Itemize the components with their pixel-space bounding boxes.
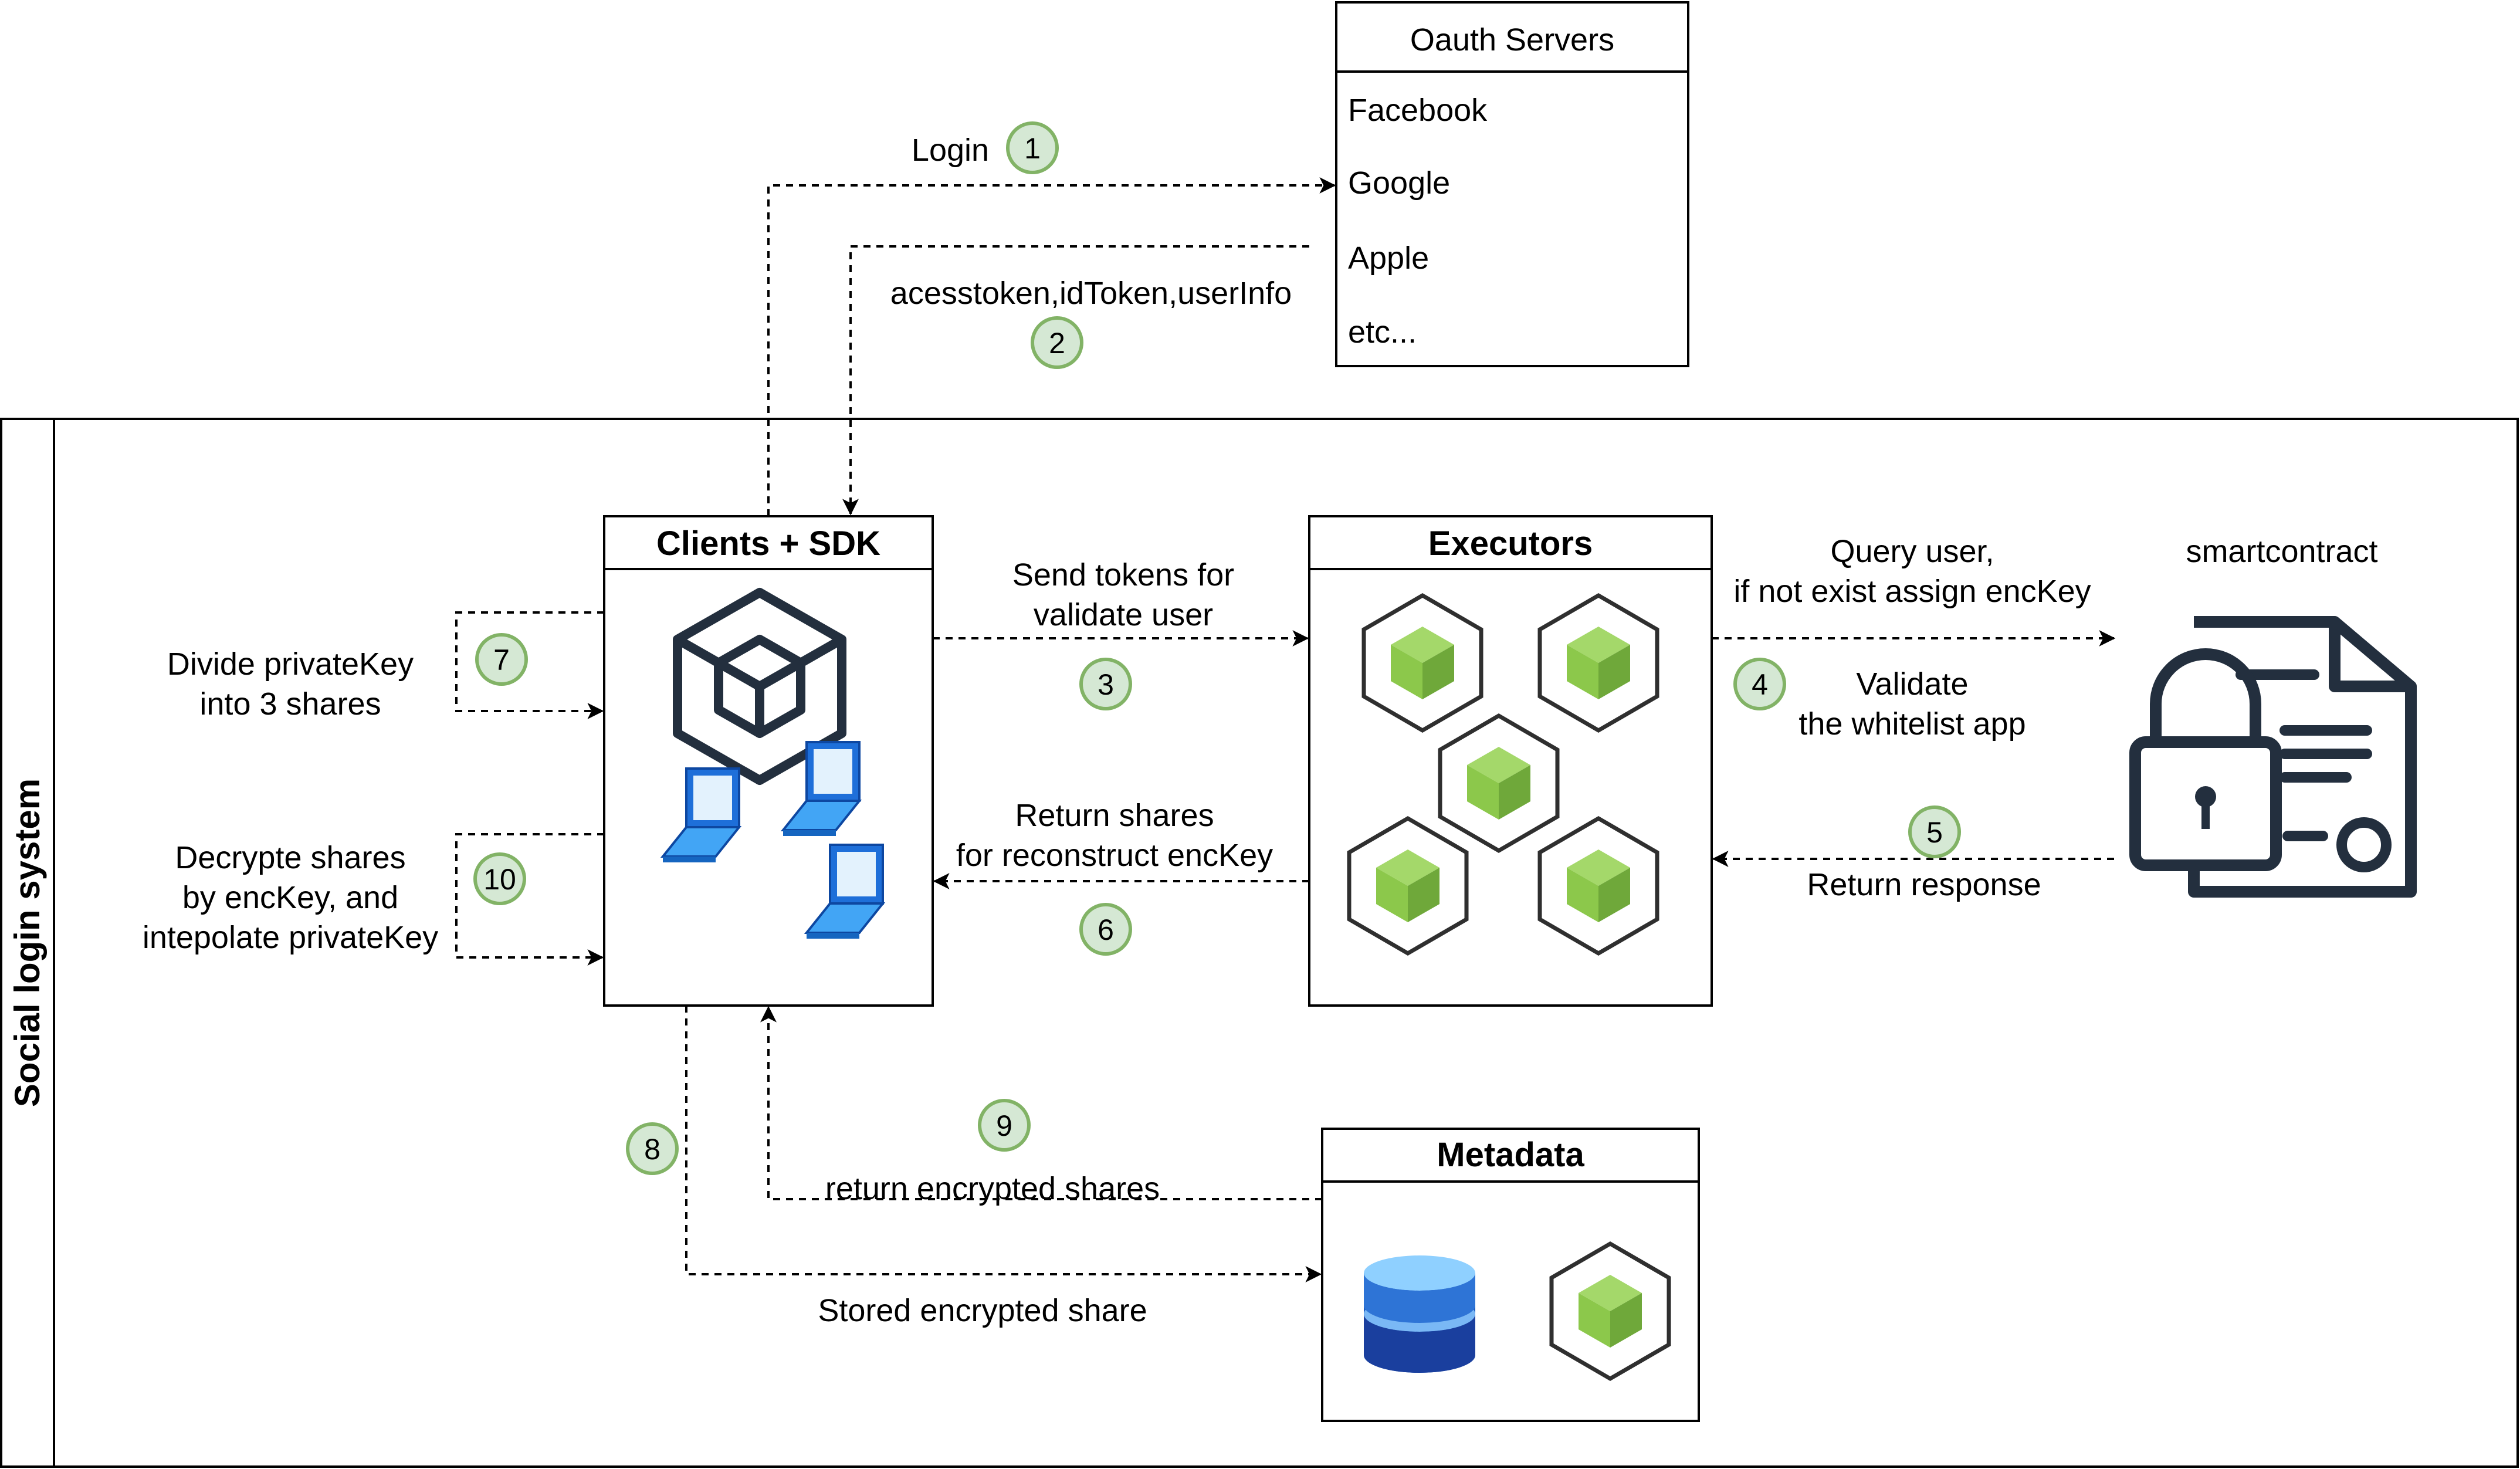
edge-return-encrypted-label: return encrypted shares bbox=[825, 1171, 1160, 1206]
database-icon bbox=[1364, 1255, 1475, 1373]
edge-decrypt-loop bbox=[455, 833, 604, 966]
executors-box: Executors bbox=[1308, 515, 1713, 1007]
oauth-item-google: Google bbox=[1348, 165, 1450, 201]
oauth-item-apple: Apple bbox=[1348, 241, 1429, 276]
step-number: 5 bbox=[1926, 816, 1943, 849]
metadata-title: Metadata bbox=[1437, 1136, 1584, 1174]
step-badge-7: 7 bbox=[475, 633, 528, 686]
edge-divide-label-1: Divide privateKey bbox=[167, 647, 414, 682]
step-badge-10: 10 bbox=[473, 852, 526, 905]
edge-divide-loop bbox=[455, 611, 604, 719]
edge-query-user-label-2: if not exist assign encKey bbox=[1733, 574, 2091, 609]
step-badge-5: 5 bbox=[1908, 805, 1961, 858]
edge-decrypt-label-3: intepolate privateKey bbox=[143, 920, 438, 955]
step-badge-9: 9 bbox=[978, 1099, 1031, 1152]
edge-stored-encrypted-label: Stored encrypted share bbox=[818, 1293, 1147, 1328]
clients-sdk-box: Clients + SDK bbox=[603, 515, 934, 1007]
step-number: 4 bbox=[1752, 668, 1768, 701]
edge-return-shares-label-1: Return shares bbox=[1015, 798, 1214, 833]
edge-query-user-label-1: Query user, bbox=[1830, 534, 1994, 569]
oauth-title: Oauth Servers bbox=[1410, 22, 1614, 57]
smartcontract-label: smartcontract bbox=[2186, 534, 2377, 569]
edge-decrypt-label-1: Decrypte shares bbox=[175, 840, 405, 875]
oauth-servers-box: Oauth Servers Facebook Google Apple etc.… bbox=[1335, 1, 1689, 367]
executors-title: Executors bbox=[1428, 524, 1593, 563]
edge-validate-label-2: the whitelist app bbox=[1798, 706, 2026, 742]
step-number: 2 bbox=[1049, 327, 1065, 360]
step-badge-6: 6 bbox=[1079, 903, 1132, 956]
edge-tokens-label: acesstoken,idToken,userInfo bbox=[890, 276, 1292, 311]
edge-decrypt-label-2: by encKey, and bbox=[182, 880, 398, 915]
step-number: 8 bbox=[644, 1133, 661, 1166]
step-number: 9 bbox=[996, 1109, 1012, 1142]
step-badge-8: 8 bbox=[626, 1122, 679, 1175]
oauth-item-etc: etc... bbox=[1348, 314, 1417, 350]
cube-outline-icon bbox=[673, 588, 846, 785]
edge-login bbox=[767, 177, 1336, 516]
step-number: 3 bbox=[1098, 668, 1114, 701]
edge-send-tokens-label-1: Send tokens for bbox=[1012, 557, 1234, 593]
edge-validate-label-1: Validate bbox=[1856, 666, 1968, 702]
clients-title: Clients + SDK bbox=[656, 524, 880, 563]
edge-return-shares-label-2: for reconstruct encKey bbox=[956, 838, 1273, 873]
step-badge-1: 1 bbox=[1006, 121, 1059, 174]
step-number: 1 bbox=[1024, 132, 1041, 165]
social-login-pool: Social login system bbox=[0, 418, 2519, 1468]
edge-return-encrypted bbox=[760, 1006, 1322, 1200]
step-badge-4: 4 bbox=[1733, 658, 1786, 710]
pool-label: Social login system bbox=[8, 778, 47, 1107]
edge-login-label: Login bbox=[912, 133, 989, 168]
edge-send-tokens-label-2: validate user bbox=[1034, 597, 1213, 632]
edge-divide-label-2: into 3 shares bbox=[199, 686, 381, 722]
smart-contract-lock-icon bbox=[2129, 616, 2417, 898]
edge-return-response-label: Return response bbox=[1807, 867, 2041, 902]
smartcontract-node: smartcontract bbox=[2129, 534, 2417, 898]
step-number: 10 bbox=[483, 863, 516, 896]
step-badge-3: 3 bbox=[1079, 658, 1132, 710]
metadata-box: Metadata bbox=[1321, 1128, 1700, 1422]
step-badge-2: 2 bbox=[1031, 316, 1083, 369]
step-number: 6 bbox=[1098, 913, 1114, 946]
oauth-item-facebook: Facebook bbox=[1348, 93, 1488, 128]
step-number: 7 bbox=[493, 644, 510, 676]
edge-tokens bbox=[842, 245, 1309, 516]
